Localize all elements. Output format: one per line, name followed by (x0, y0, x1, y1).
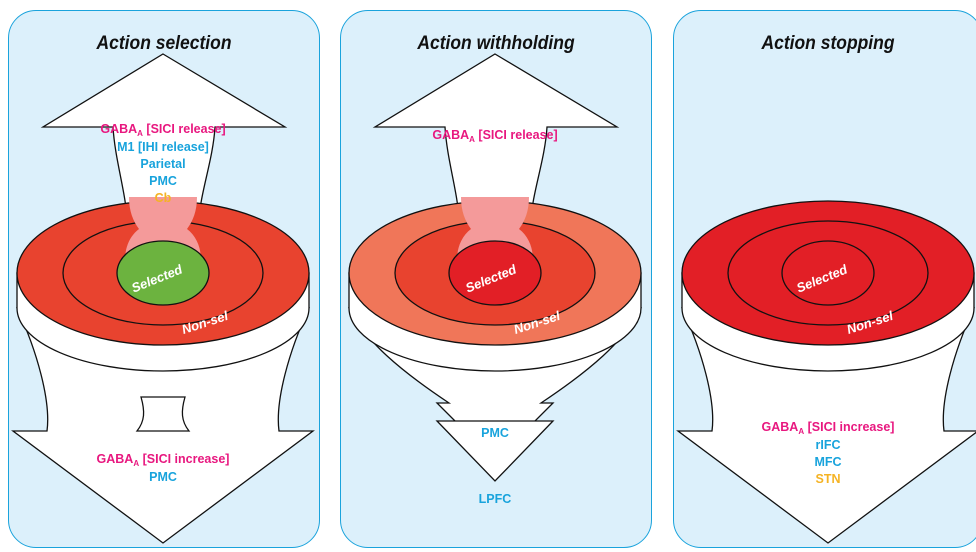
rifc-label: rIFC (816, 438, 841, 452)
selected-core (448, 240, 542, 306)
panel-action-withholding: Action withholding Selected Non-sel Irre… (340, 10, 652, 548)
pmc-down-label: PMC (149, 470, 177, 484)
lpfc-label: LPFC (479, 492, 512, 506)
down-arrow (676, 307, 976, 544)
panel-title: Action stopping (761, 33, 895, 54)
selected-core (116, 240, 210, 306)
m1-label: M1 [IHI release] (117, 140, 209, 154)
gaba-increase-label: GABAA [SICI increase] (762, 420, 895, 436)
gaba-increase-label: GABAA [SICI increase] (97, 452, 230, 468)
pmc-label: PMC (481, 426, 509, 440)
panel-title: Action selection (96, 33, 232, 54)
diagram-action-stopping: Selected Non-sel Irrelevant GABAA [SICI … (676, 200, 976, 544)
diagram-action-withholding: Selected Non-sel Irrelevant GABAA [SICI … (347, 53, 643, 506)
pmc-triangle (435, 420, 555, 482)
stn-label: STN (816, 472, 841, 486)
parietal-label: Parietal (140, 157, 185, 171)
gaba-label: GABAA [SICI release] (432, 128, 557, 144)
panel-action-selection: Action selection Selected Non-sel Irrele… (8, 10, 320, 548)
panel-title: Action withholding (417, 33, 575, 54)
panel-action-stopping: Action stopping Selected Non-sel Irrelev… (673, 10, 976, 548)
cb-label: Cb (155, 191, 172, 205)
diagram-action-selection: Selected Non-sel Irrelevant GABAA [SICI … (11, 53, 315, 544)
gaba-label: GABAA [SICI release] (100, 122, 225, 138)
selected-core (781, 240, 875, 306)
mfc-label: MFC (814, 455, 841, 469)
pmc-label: PMC (149, 174, 177, 188)
